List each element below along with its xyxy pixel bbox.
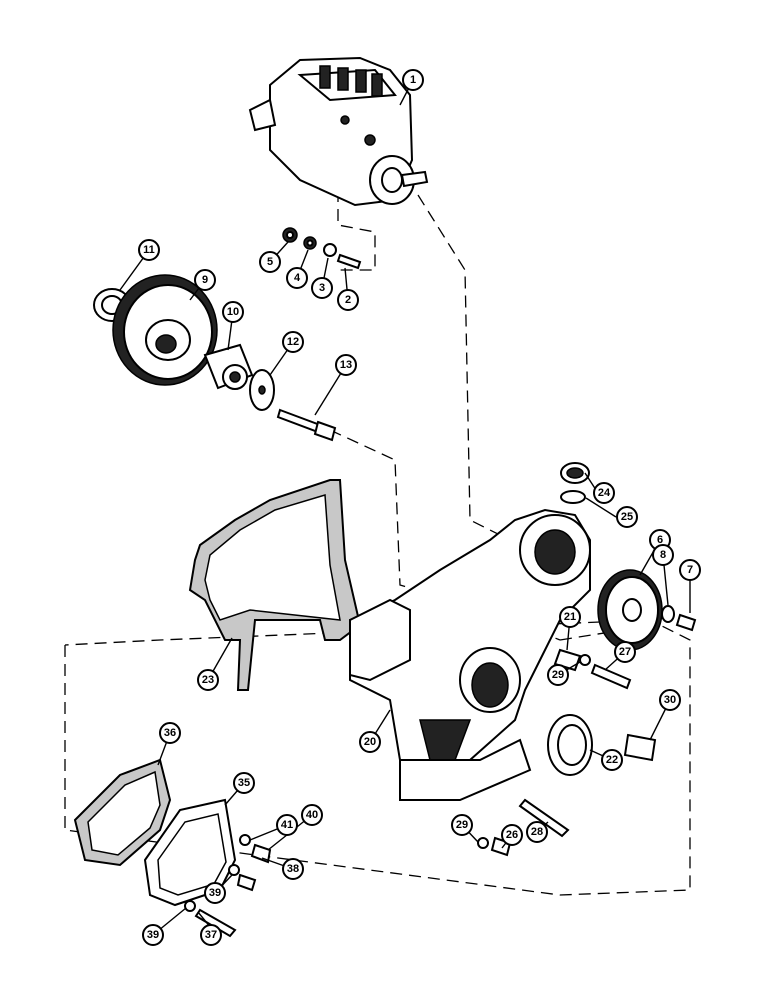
svg-text:4: 4 xyxy=(294,272,301,284)
idler-bolt xyxy=(276,408,337,442)
callout-10: 10 xyxy=(222,301,244,323)
callout-29-upper: 29 xyxy=(547,664,569,686)
svg-text:26: 26 xyxy=(506,829,518,841)
callout-27: 27 xyxy=(614,641,636,663)
callout-25: 25 xyxy=(616,506,638,528)
svg-text:20: 20 xyxy=(364,736,376,748)
callout-29-lower: 29 xyxy=(451,814,473,836)
callout-1: 1 xyxy=(402,69,424,91)
callout-9: 9 xyxy=(194,269,216,291)
svg-text:12: 12 xyxy=(287,336,299,348)
callout-12: 12 xyxy=(282,331,304,353)
callout-35: 35 xyxy=(233,772,255,794)
housing-plug xyxy=(560,462,590,504)
svg-text:27: 27 xyxy=(619,646,631,658)
svg-text:13: 13 xyxy=(340,359,352,371)
svg-text:23: 23 xyxy=(202,674,214,686)
svg-text:6: 6 xyxy=(657,534,663,546)
cover-plate xyxy=(143,798,237,907)
svg-text:10: 10 xyxy=(227,306,239,318)
front-oil-seal xyxy=(547,714,593,776)
idler-gear xyxy=(112,274,218,386)
callout-3: 3 xyxy=(311,277,333,299)
svg-text:38: 38 xyxy=(287,863,299,875)
svg-text:5: 5 xyxy=(267,256,273,268)
callout-26: 26 xyxy=(501,824,523,846)
lower-bolts xyxy=(477,798,570,857)
svg-text:3: 3 xyxy=(319,282,325,294)
front-cover-gasket xyxy=(188,479,362,691)
callout-28: 28 xyxy=(526,821,548,843)
svg-text:30: 30 xyxy=(664,694,676,706)
svg-text:36: 36 xyxy=(164,727,176,739)
svg-text:40: 40 xyxy=(306,809,318,821)
callout-39-lower: 39 xyxy=(142,924,164,946)
callout-5: 5 xyxy=(259,251,281,273)
injection-pump xyxy=(248,56,429,207)
callout-41: 41 xyxy=(276,814,298,836)
svg-text:11: 11 xyxy=(143,244,155,256)
cover-fasteners xyxy=(184,834,272,938)
callout-4: 4 xyxy=(286,267,308,289)
svg-text:37: 37 xyxy=(205,929,217,941)
callout-23: 23 xyxy=(197,669,219,691)
housing-dowel xyxy=(623,733,657,762)
svg-text:29: 29 xyxy=(456,819,468,831)
svg-text:41: 41 xyxy=(281,819,293,831)
svg-text:21: 21 xyxy=(564,611,576,623)
callout-39-upper: 39 xyxy=(204,882,226,904)
callout-2: 2 xyxy=(337,289,359,311)
svg-text:25: 25 xyxy=(621,511,633,523)
pump-mounting-hardware xyxy=(282,227,362,270)
callout-37: 37 xyxy=(200,924,222,946)
gear-bolt-and-washer xyxy=(661,605,697,632)
svg-text:1: 1 xyxy=(410,74,416,86)
callout-22: 22 xyxy=(601,749,623,771)
callout-13: 13 xyxy=(335,354,357,376)
svg-text:39: 39 xyxy=(147,929,159,941)
timing-gear-housing xyxy=(349,508,591,801)
callout-36: 36 xyxy=(159,722,181,744)
svg-text:35: 35 xyxy=(238,777,250,789)
svg-text:7: 7 xyxy=(687,564,693,576)
svg-text:2: 2 xyxy=(345,294,351,306)
svg-text:28: 28 xyxy=(531,826,543,838)
cover-gasket xyxy=(73,758,172,867)
svg-text:39: 39 xyxy=(209,887,221,899)
svg-text:29: 29 xyxy=(552,669,564,681)
idler-washer xyxy=(249,369,275,411)
svg-text:8: 8 xyxy=(660,549,666,561)
callout-8: 8 xyxy=(652,544,674,566)
svg-text:22: 22 xyxy=(606,754,618,766)
callout-11: 11 xyxy=(138,239,160,261)
callout-24: 24 xyxy=(593,482,615,504)
pump-drive-gear xyxy=(597,569,663,651)
callout-21: 21 xyxy=(559,606,581,628)
callout-20: 20 xyxy=(359,731,381,753)
svg-text:24: 24 xyxy=(598,487,611,499)
callout-30: 30 xyxy=(659,689,681,711)
callout-40: 40 xyxy=(301,804,323,826)
callout-7: 7 xyxy=(679,559,701,581)
callout-38: 38 xyxy=(282,858,304,880)
svg-text:9: 9 xyxy=(202,274,208,286)
